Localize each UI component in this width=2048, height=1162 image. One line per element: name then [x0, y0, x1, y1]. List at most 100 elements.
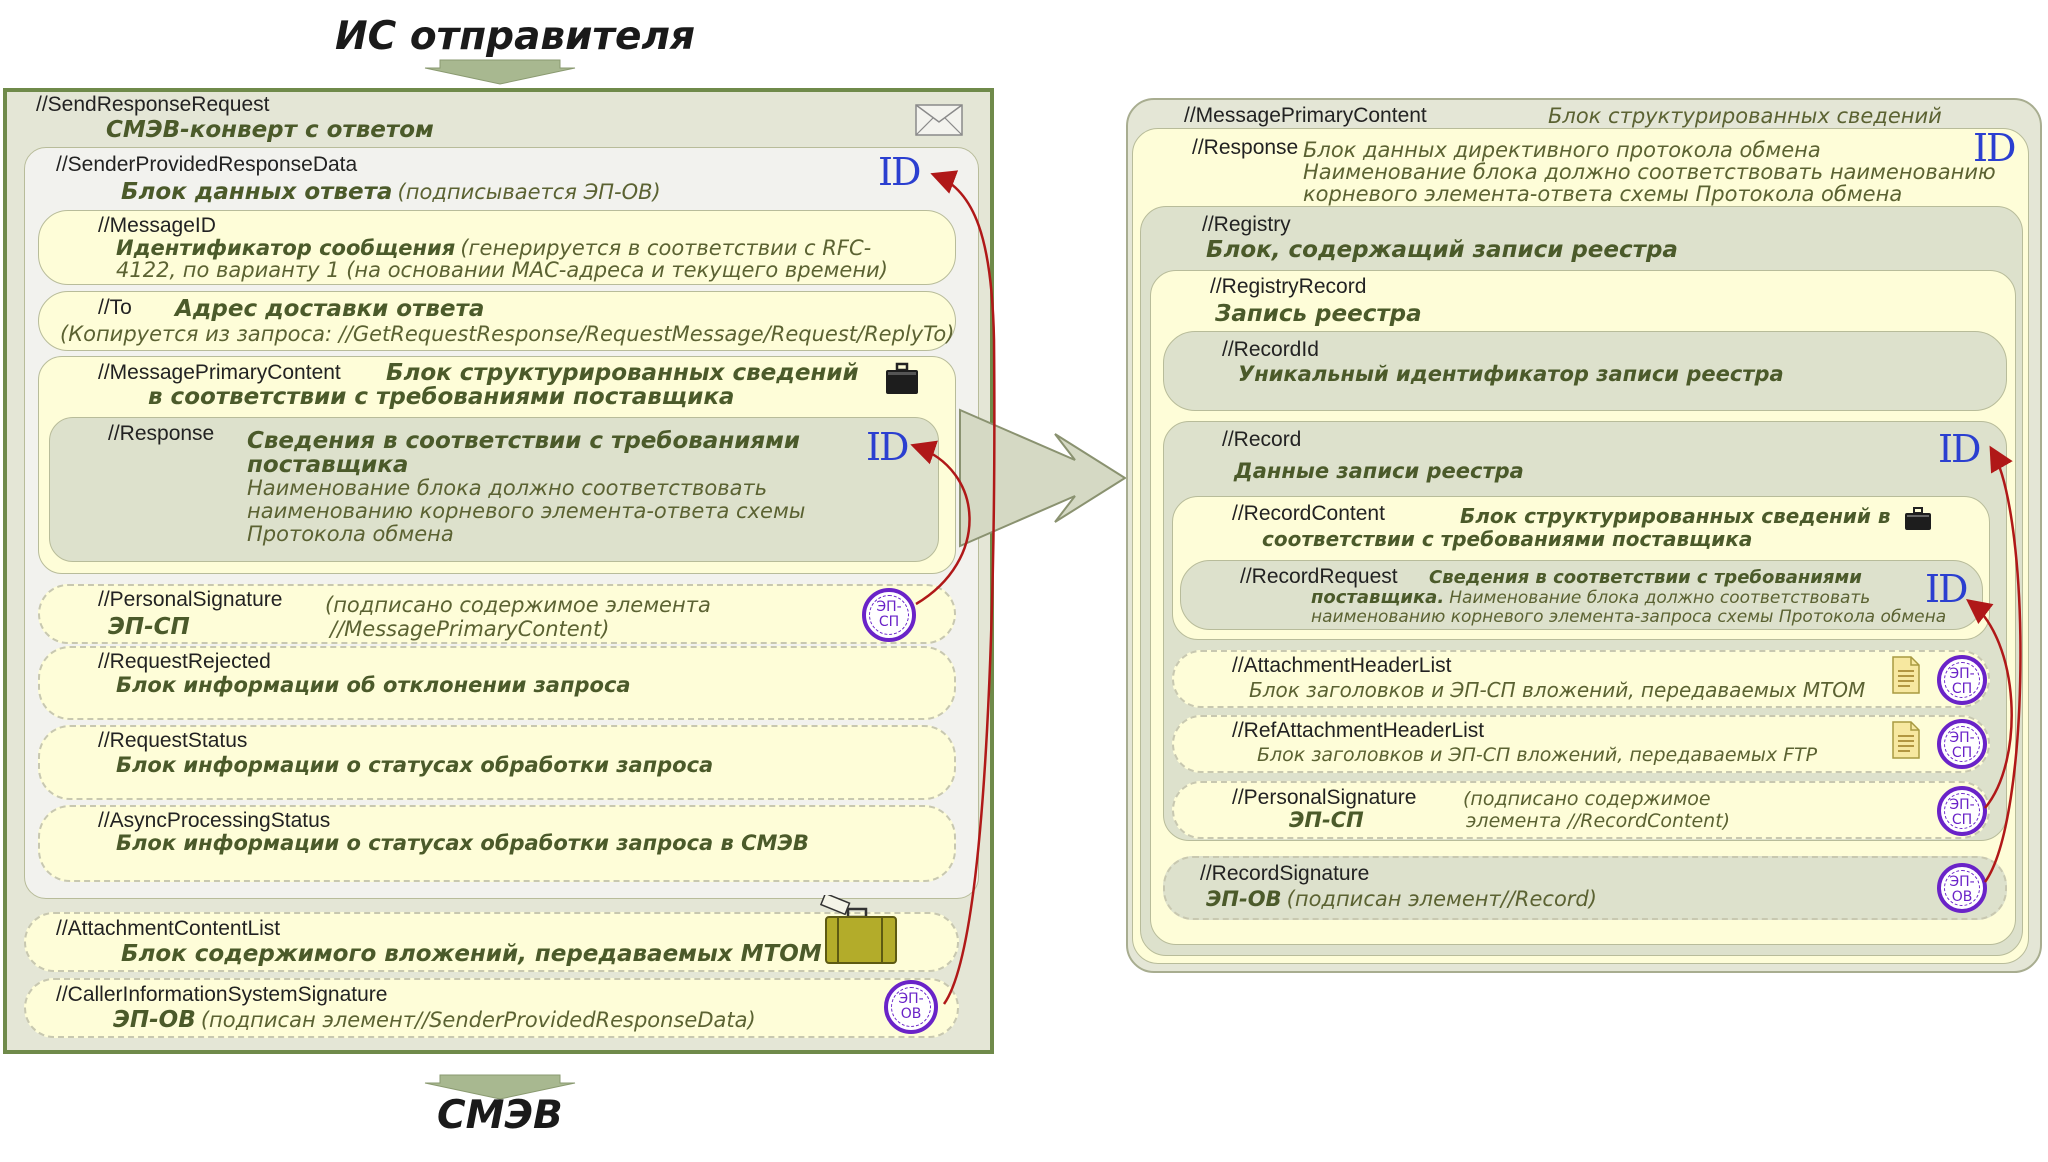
mpc-tag: //MessagePrimaryContent: [98, 361, 341, 384]
document-icon-1: [1892, 656, 1920, 694]
arrow-rs-to-record: [1983, 445, 2022, 883]
suitcase-icon: [819, 895, 897, 964]
request-rejected-tag: //RequestRejected: [98, 650, 271, 673]
response-tag-left: //Response: [108, 422, 215, 445]
bottom-title: СМЭВ: [437, 1093, 563, 1138]
id-icon-record-request: ID: [1925, 567, 1969, 611]
response-desc1-left: Сведения в соответствии с требованиями: [247, 428, 801, 454]
request-rejected-desc: Блок информации об отклонении запроса: [116, 673, 631, 697]
ref-attachment-header-list-desc: Блок заголовков и ЭП-СП вложений, переда…: [1257, 744, 1818, 766]
down-arrow-bottom: [424, 1074, 576, 1100]
response-desc2-left: поставщика: [247, 452, 409, 478]
response-note2-left: наименованию корневого элемента-ответа с…: [247, 499, 806, 523]
record-tag: //Record: [1222, 428, 1302, 451]
personal-signature-note2-right: элемента //RecordContent): [1466, 810, 1731, 832]
right-mpc-desc: Блок структурированных сведений: [1548, 104, 1942, 128]
record-request-note1: Наименование блока должно соответствоват…: [1449, 588, 1871, 608]
seal-sp-icon-ahl: ЭП-СП: [1937, 655, 1987, 705]
registry-desc: Блок, содержащий записи реестра: [1206, 237, 1678, 263]
attachment-content-list-box: [24, 912, 959, 972]
personal-signature-note1-right: (подписано содержимое: [1463, 788, 1711, 810]
response-box-left: [49, 417, 939, 562]
record-signature-desc: ЭП-ОВ: [1206, 887, 1282, 911]
right-response-note2: Наименование блока должно соответствоват…: [1303, 160, 1996, 184]
async-processing-status-desc: Блок информации о статусах обработки зап…: [116, 831, 809, 855]
cis-desc-line: ЭП-ОВ (подписан элемент//SenderProvidedR…: [113, 1007, 756, 1033]
right-response-note1: Блок данных директивного протокола обмен…: [1303, 138, 1821, 162]
record-desc: Данные записи реестра: [1234, 459, 1524, 483]
seal-ov-icon-left: ЭП-ОВ: [884, 980, 938, 1034]
id-icon-sprd: ID: [878, 150, 922, 194]
record-id-desc: Уникальный идентификатор записи реестра: [1238, 362, 1784, 386]
sprd-tag: //SenderProvidedResponseData: [56, 153, 358, 176]
record-signature-box: [1163, 856, 2007, 920]
request-rejected-box: [38, 646, 956, 720]
briefcase-icon-small: [1905, 507, 1931, 530]
async-processing-status-box: [38, 805, 956, 882]
send-response-request-desc: СМЭВ-конверт с ответом: [106, 117, 434, 143]
registry-record-tag: //RegistryRecord: [1210, 275, 1367, 298]
attachment-content-list-desc: Блок содержимого вложений, передаваемых …: [121, 941, 822, 967]
message-id-desc-line: Идентификатор сообщения (генерируется в …: [116, 236, 871, 260]
document-icon-2: [1892, 721, 1920, 759]
message-id-note2: 4122, по варианту 1 (на основании MAC-ад…: [116, 258, 888, 282]
record-signature-note: (подписан элемент//Record): [1286, 887, 1597, 911]
arrow-ps-to-response-left: [910, 440, 971, 606]
personal-signature-note1-left: (подписано содержимое элемента: [325, 593, 711, 617]
record-id-box: [1163, 331, 2007, 411]
ref-attachment-header-list-box: [1172, 715, 1990, 773]
personal-signature-tag-right: //PersonalSignature: [1232, 786, 1417, 809]
response-note3-left: Протокола обмена: [247, 522, 454, 546]
envelope-icon: [915, 104, 963, 136]
personal-signature-tag-left: //PersonalSignature: [98, 588, 283, 611]
seal-sp-icon-left: ЭП-СП: [862, 588, 916, 642]
personal-signature-desc-left: ЭП-СП: [108, 614, 190, 640]
attachment-header-list-tag: //AttachmentHeaderList: [1232, 654, 1452, 677]
record-request-desc2: поставщика.: [1311, 587, 1445, 608]
down-arrow-top: [424, 59, 576, 85]
to-desc: Адрес доставки ответа: [175, 296, 485, 322]
record-request-box: [1180, 560, 1983, 630]
record-request-tag: //RecordRequest: [1240, 565, 1398, 588]
message-id-box: [38, 210, 956, 285]
right-mpc-tag: //MessagePrimaryContent: [1184, 104, 1427, 127]
cis-note: (подписан элемент//SenderProvidedRespons…: [200, 1008, 756, 1032]
personal-signature-desc-right: ЭП-СП: [1289, 808, 1364, 832]
sprd-desc: Блок данных ответа: [121, 179, 393, 205]
record-content-desc2: соответствии с требованиями поставщика: [1262, 527, 1753, 551]
record-request-note2: наименованию корневого элемента-запроса …: [1311, 607, 1947, 627]
to-box: [38, 291, 956, 351]
caller-information-system-signature-box: [24, 978, 959, 1038]
mpc-desc2: в соответствии с требованиями поставщика: [148, 384, 735, 410]
right-response-note3: корневого элемента-ответа схемы Протокол…: [1303, 182, 1903, 206]
attachment-header-list-box: [1172, 650, 1990, 708]
response-note1-left: Наименование блока должно соответствоват…: [247, 476, 768, 500]
id-icon-record: ID: [1938, 427, 1982, 471]
sprd-desc-line: Блок данных ответа (подписывается ЭП-ОВ): [121, 179, 661, 205]
id-icon-response-left: ID: [866, 425, 910, 469]
personal-signature-box-left: [38, 584, 956, 644]
top-title: ИС отправителя: [335, 14, 696, 59]
to-note: (Копируется из запроса: //GetRequestResp…: [60, 322, 955, 346]
to-tag: //To: [98, 296, 132, 319]
attachment-content-list-tag: //AttachmentContentList: [56, 917, 281, 940]
message-id-note1: (генерируется в соответствии с RFC-: [460, 236, 872, 260]
attachment-header-list-desc: Блок заголовков и ЭП-СП вложений, переда…: [1249, 678, 1866, 702]
request-status-tag: //RequestStatus: [98, 729, 248, 752]
seal-sp-icon-ps-right: ЭП-СП: [1937, 786, 1987, 836]
seal-sp-icon-rahl: ЭП-СП: [1937, 719, 1987, 769]
cis-desc: ЭП-ОВ: [113, 1007, 196, 1033]
message-id-desc: Идентификатор сообщения: [116, 236, 456, 260]
seal-ov-icon-right: ЭП-ОВ: [1937, 863, 1987, 913]
arrow-ps-to-recordrequest: [1966, 598, 2013, 809]
send-response-request-tag: //SendResponseRequest: [36, 93, 270, 116]
request-status-desc: Блок информации о статусах обработки зап…: [116, 753, 714, 777]
record-request-desc1: Сведения в соответствии с требованиями: [1429, 567, 1862, 588]
record-request-line2: поставщика. Наименование блока должно со…: [1311, 587, 1870, 608]
briefcase-icon: [886, 362, 918, 394]
record-content-tag: //RecordContent: [1232, 502, 1385, 525]
arrow-cis-to-sprd: [930, 170, 996, 1005]
async-processing-status-tag: //AsyncProcessingStatus: [98, 809, 331, 832]
caller-information-system-signature-tag: //CallerInformationSystemSignature: [56, 983, 388, 1006]
ref-attachment-header-list-tag: //RefAttachmentHeaderList: [1232, 719, 1485, 742]
